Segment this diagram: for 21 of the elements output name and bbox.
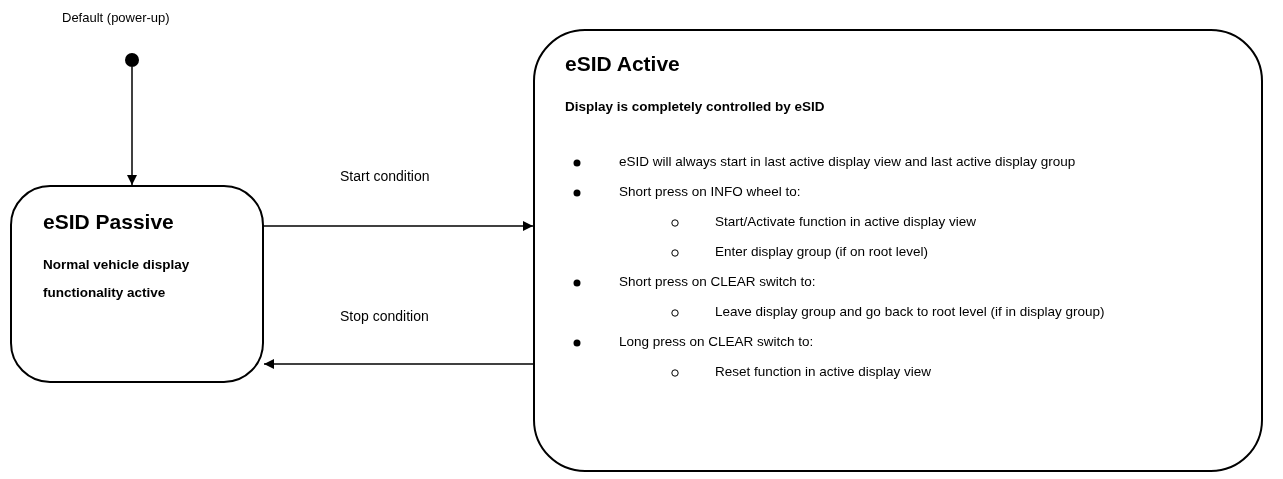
edge-label: Stop condition: [338, 308, 431, 324]
state-box: [533, 29, 1263, 472]
edge-label: Start condition: [338, 168, 432, 184]
state-description: Display is completely controlled by eSID: [565, 98, 825, 116]
list-item-text: eSID will always start in last active display view and last active display group: [619, 154, 1076, 169]
state-title: eSID Active: [565, 51, 680, 77]
initial-state-dot: [125, 53, 139, 67]
transition-arrow: [263, 221, 534, 231]
list-item-text: Start/Activate function in active display view: [715, 214, 977, 229]
transition-arrow: [127, 66, 137, 186]
list-item-text: Leave display group and go back to root level (if in display group): [715, 304, 1105, 319]
state-box: [10, 185, 264, 383]
list-item-text: Short press on INFO wheel to:: [619, 184, 801, 199]
state-caption: Default (power-up): [62, 10, 170, 25]
list-item-text: Short press on CLEAR switch to:: [619, 274, 816, 289]
state-description: Normal vehicle display functionality active: [43, 256, 191, 302]
list-item-text: Long press on CLEAR switch to:: [619, 334, 814, 349]
list-item-text: Reset function in active display view: [715, 364, 932, 379]
transition-arrow: [263, 359, 534, 369]
list-item-text: Enter display group (if on root level): [715, 244, 929, 259]
state-title: eSID Passive: [43, 209, 175, 235]
